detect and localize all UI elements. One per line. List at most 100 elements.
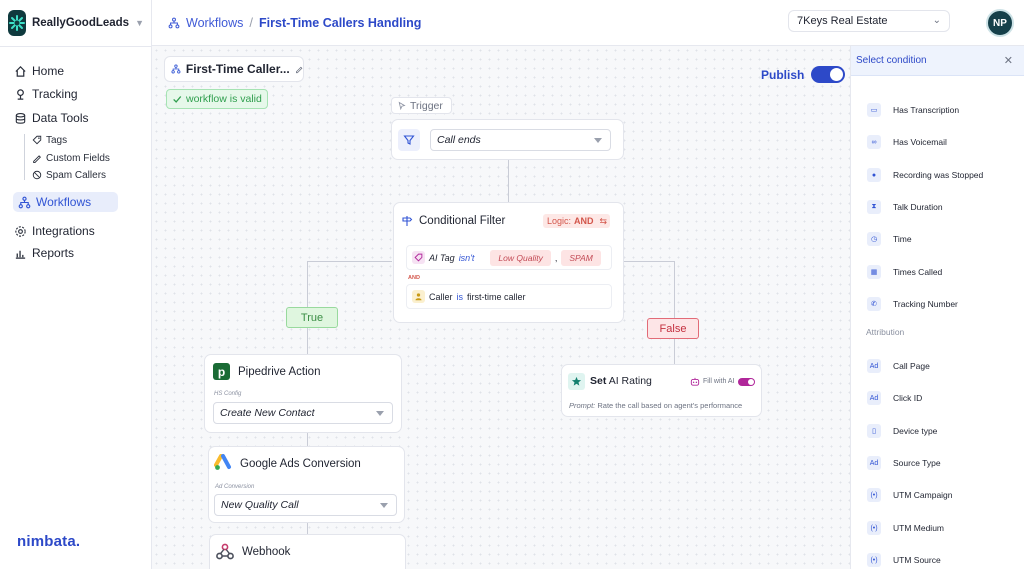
condition-option-label: Times Called	[893, 267, 943, 277]
logic-value: AND	[574, 216, 594, 226]
breadcrumb: Workflows / First-Time Callers Handling	[168, 15, 421, 30]
nav-data-tools[interactable]: Data Tools	[14, 108, 138, 128]
account-switcher[interactable]: ReallyGoodLeads ▼	[8, 9, 144, 37]
condition-value: first-time caller	[467, 291, 526, 302]
google-ads-conversion-select[interactable]: New Quality Call	[214, 494, 397, 516]
nav-tracking-label: Tracking	[32, 87, 78, 101]
webhook-node[interactable]: Webhook	[209, 534, 406, 569]
google-ads-conversion-node[interactable]: Google Ads Conversion Ad Conversion New …	[208, 446, 405, 523]
validation-status-badge: workflow is valid	[166, 89, 268, 109]
condition-value-pill[interactable]: SPAM	[561, 249, 601, 266]
subnav-custom-fields[interactable]: Custom Fields	[32, 151, 110, 165]
divider	[0, 46, 152, 47]
google-ads-conversion-value: New Quality Call	[221, 499, 299, 511]
condition-option-label: Has Voicemail	[893, 137, 947, 147]
pipedrive-action-node[interactable]: p Pipedrive Action HS Config Create New …	[204, 354, 402, 433]
hourglass-icon: ⧗	[867, 200, 881, 214]
pipedrive-logo-icon: p	[213, 363, 230, 380]
workspace-select[interactable]: 7Keys Real Estate ⌄	[788, 10, 950, 32]
trigger-label-chip: Trigger	[391, 97, 452, 114]
set-ai-rating-title: Set AI Rating	[590, 375, 652, 387]
trigger-node[interactable]: Call ends	[391, 119, 624, 160]
publish-label: Publish	[761, 67, 805, 82]
nav-integrations[interactable]: Integrations	[14, 221, 138, 241]
logic-toggle[interactable]: Logic: AND ⇆	[543, 214, 610, 228]
star-icon	[568, 373, 585, 390]
webhook-icon	[216, 543, 234, 560]
condition-option[interactable]: Ad Call Page	[867, 358, 930, 374]
home-icon	[15, 65, 26, 77]
condition-option[interactable]: ◷Time	[867, 231, 912, 247]
ai-prompt-text: Rate the call based on agent's performan…	[597, 401, 743, 410]
breadcrumb-separator: /	[249, 15, 254, 30]
tag-icon	[32, 135, 42, 145]
subnav-tags[interactable]: Tags	[32, 133, 67, 147]
condition-option[interactable]: (•)UTM Campaign	[867, 487, 953, 503]
pipedrive-action-select[interactable]: Create New Contact	[213, 402, 393, 424]
condition-option-label: Tracking Number	[893, 299, 958, 309]
pipedrive-config-label: HS Config	[214, 391, 242, 397]
pipedrive-action-value: Create New Contact	[220, 407, 315, 419]
nav-tracking[interactable]: Tracking	[14, 84, 138, 104]
subnav-spam-callers[interactable]: Spam Callers	[32, 168, 106, 182]
connector-line	[619, 261, 674, 262]
connector-line	[307, 516, 308, 534]
set-ai-rating-node[interactable]: Set AI Rating Fill with AI Prompt: Rate …	[561, 364, 762, 417]
sparkle-logo-icon	[8, 15, 25, 31]
fill-with-ai-toggle[interactable]	[737, 377, 755, 386]
condition-field: Caller	[429, 291, 453, 302]
fill-with-ai-control: Fill with AI	[690, 377, 755, 386]
condition-option-label: UTM Medium	[893, 523, 945, 533]
utm-icon: (•)	[867, 553, 881, 567]
workflow-icon	[168, 17, 180, 28]
avatar[interactable]: NP	[986, 9, 1014, 37]
workflow-canvas[interactable]: First-Time Caller... workflow is valid P…	[152, 46, 850, 569]
nav-reports[interactable]: Reports	[14, 243, 138, 263]
trigger-event-select[interactable]: Call ends	[430, 129, 611, 151]
swap-arrows-icon: ⇆	[599, 215, 608, 226]
sidebar: ReallyGoodLeads ▼ Home Tracking Data Too…	[0, 0, 152, 569]
condition-option[interactable]: ✆Tracking Number	[867, 296, 958, 312]
workflow-title-text: First-Time Caller...	[185, 62, 290, 76]
edit-pencil-icon[interactable]	[295, 64, 303, 74]
nav-home[interactable]: Home	[14, 61, 138, 81]
connector-line	[674, 261, 675, 364]
condition-option[interactable]: ●Recording was Stopped	[867, 167, 983, 183]
ad-icon: Ad	[867, 359, 881, 373]
breadcrumb-workflows-link[interactable]: Workflows	[186, 15, 244, 30]
page-title: First-Time Callers Handling	[259, 15, 422, 30]
toggle-knob	[747, 378, 754, 385]
condition-option[interactable]: ▯Device type	[867, 423, 937, 439]
condition-option[interactable]: (•)UTM Medium	[867, 520, 944, 536]
subnav-spam-callers-label: Spam Callers	[46, 169, 107, 181]
gear-icon	[15, 225, 26, 237]
close-icon[interactable]: ✕	[1003, 55, 1013, 67]
trigger-event-value: Call ends	[437, 134, 481, 146]
dropdown-arrow-icon	[376, 411, 384, 416]
bar-chart-icon	[15, 250, 26, 259]
workflow-title[interactable]: First-Time Caller...	[164, 56, 304, 82]
condition-option[interactable]: ▦Times Called	[867, 264, 942, 280]
nav-workflows[interactable]: Workflows	[13, 192, 118, 212]
workflow-icon	[18, 196, 31, 208]
condition-option[interactable]: (•)UTM Source	[867, 552, 941, 568]
cursor-click-icon	[398, 101, 406, 110]
condition-row-ai-tag[interactable]: AI Tag isn't Low Quality , SPAM	[406, 245, 612, 270]
clock-icon: ◷	[867, 232, 881, 246]
condition-row-caller[interactable]: Caller is first-time caller	[406, 284, 612, 309]
condition-join-label: AND	[408, 275, 420, 281]
condition-option[interactable]: ⧗Talk Duration	[867, 199, 943, 215]
condition-option[interactable]: ∞Has Voicemail	[867, 134, 947, 150]
set-ai-rating-title-rest: AI Rating	[608, 375, 652, 387]
publish-toggle[interactable]	[811, 66, 846, 83]
trigger-node-icon-box	[398, 129, 420, 151]
dropdown-arrow-icon	[594, 138, 602, 143]
top-bar: Workflows / First-Time Callers Handling …	[152, 0, 1024, 46]
condition-value-pill[interactable]: Low Quality	[490, 249, 551, 266]
condition-option-label: Click ID	[893, 393, 923, 403]
condition-option-label: Call Page	[893, 361, 930, 371]
condition-option[interactable]: ▭Has Transcription	[867, 102, 959, 118]
condition-value-separator: ,	[554, 252, 558, 263]
